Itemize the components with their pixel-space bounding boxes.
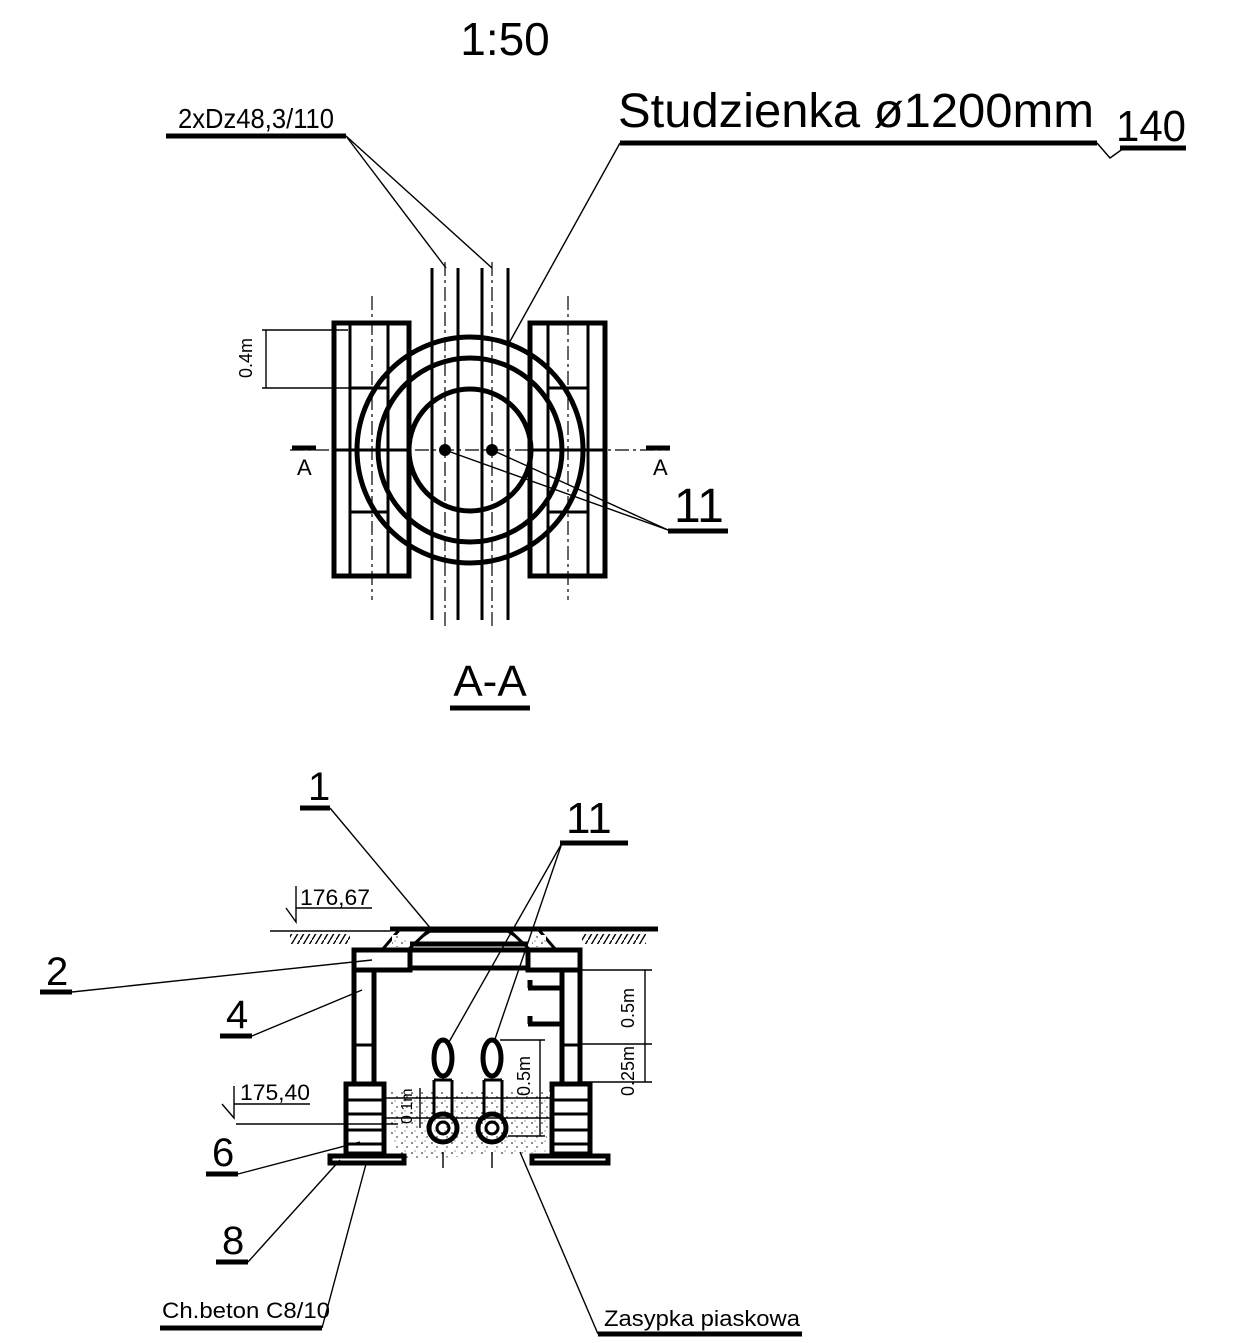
section-view: A-A 1 11 176,67 xyxy=(40,657,802,1337)
item-ref-1: 1 xyxy=(308,765,330,809)
plan-view: 2xDz48,3/110 Studzienka ø1200mm 140 xyxy=(166,85,1186,630)
level-top: 176,67 xyxy=(300,885,370,910)
pipe-label: 2xDz48,3/110 xyxy=(178,103,334,134)
material-concrete: Ch.beton C8/10 xyxy=(162,1298,330,1323)
item-ref-4: 4 xyxy=(226,993,248,1037)
section-mark-right: A xyxy=(653,455,668,480)
material-sand: Zasypka piaskowa xyxy=(604,1306,801,1331)
item-ref-8: 8 xyxy=(222,1219,244,1263)
item-ref-11-plan: 11 xyxy=(674,480,724,533)
dim-offset: 0.4m xyxy=(236,338,256,378)
chamber-label: Studzienka ø1200mm xyxy=(618,85,1094,138)
level-bottom: 175,40 xyxy=(240,1080,310,1105)
item-ref-2: 2 xyxy=(46,950,68,994)
dim-pipe-bed: 0.1m xyxy=(399,1088,416,1124)
dim-lower: 0.25m xyxy=(618,1046,638,1096)
chamber-ref: 140 xyxy=(1116,102,1186,151)
dim-upper: 0.5m xyxy=(618,988,638,1028)
section-mark-left: A xyxy=(297,455,312,480)
item-ref-11-section: 11 xyxy=(566,794,612,843)
scale-label: 1:50 xyxy=(460,13,550,65)
section-title: A-A xyxy=(453,657,527,706)
item-ref-6: 6 xyxy=(212,1131,234,1175)
dim-pipe-gap: 0.5m xyxy=(514,1056,534,1096)
